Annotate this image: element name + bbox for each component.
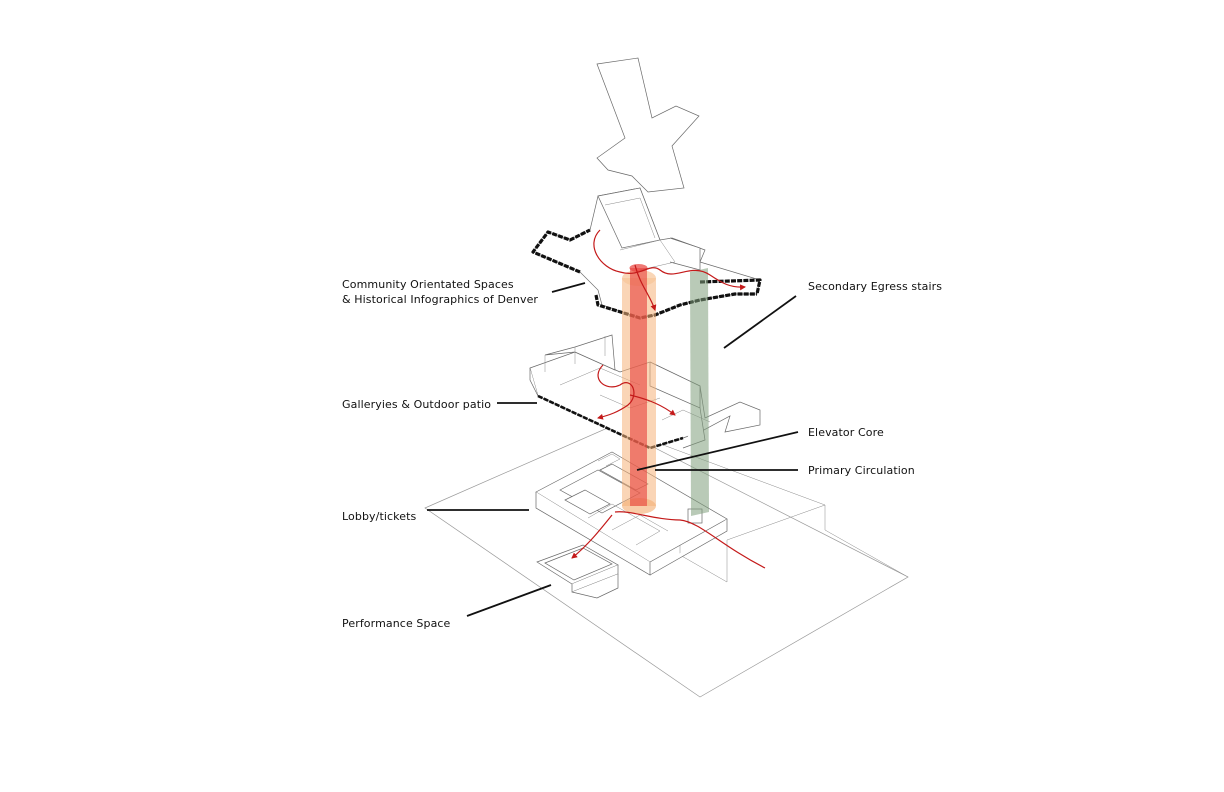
label-primary-circulation: Primary Circulation bbox=[808, 464, 915, 477]
performance-space-volume bbox=[536, 544, 619, 599]
leader-performance bbox=[466, 584, 552, 617]
circulation-path-ground bbox=[614, 511, 766, 569]
circulation-paths bbox=[571, 229, 766, 569]
circulation-path-top bbox=[593, 229, 746, 291]
leader-elevator-core bbox=[636, 431, 799, 471]
label-galleries: Galleryies & Outdoor patio bbox=[342, 398, 492, 411]
label-lobby: Lobby/tickets bbox=[342, 510, 417, 523]
label-secondary-egress: Secondary Egress stairs bbox=[808, 280, 943, 293]
roof-plane bbox=[596, 57, 700, 193]
leader-community bbox=[551, 282, 586, 293]
label-community-spaces: Community Orientated Spaces & Historical… bbox=[342, 277, 538, 307]
leader-secondary-egress bbox=[723, 295, 797, 349]
leader-lines bbox=[427, 282, 799, 617]
label-elevator-core: Elevator Core bbox=[808, 426, 884, 439]
circulation-path-mid bbox=[597, 364, 635, 420]
label-performance: Performance Space bbox=[342, 617, 451, 630]
label-community-line-1: Community Orientated Spaces bbox=[342, 278, 514, 291]
secondary-egress-volume bbox=[690, 268, 709, 516]
label-community-line-2: & Historical Infographics of Denver bbox=[342, 293, 539, 306]
elevator-core-volume bbox=[629, 264, 648, 506]
